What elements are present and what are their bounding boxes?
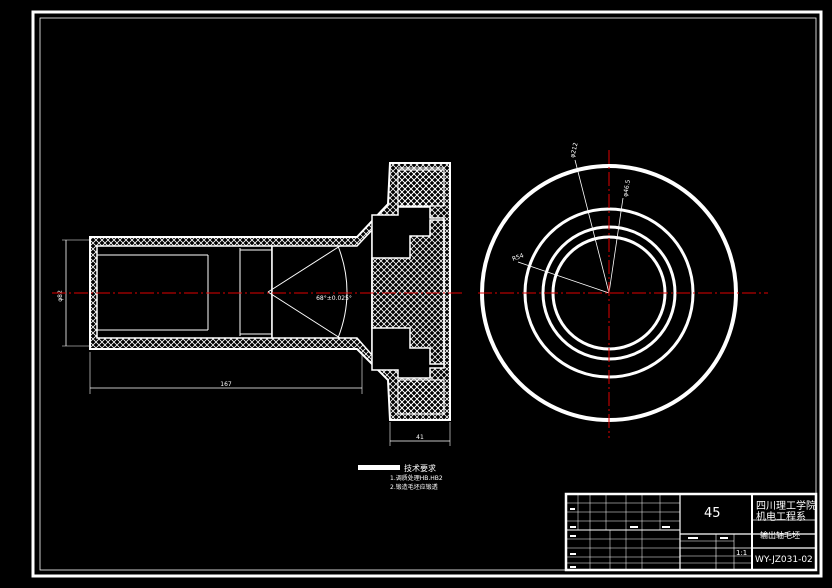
dim-hub-radius: R54 xyxy=(511,252,525,263)
cone-lines xyxy=(267,245,348,339)
title-drawing-number: WY-JZ031-02 xyxy=(755,555,813,565)
title-school-line2: 机电工程系 xyxy=(756,512,806,523)
dim-total-length: 167 xyxy=(220,381,232,388)
section-view xyxy=(89,162,451,421)
title-school-line1: 四川理工学院 xyxy=(756,501,816,512)
title-scale: 1:1 xyxy=(736,549,748,557)
notes-heading: 技术要求 xyxy=(404,463,436,473)
dim-outer-diameter: φ212 xyxy=(569,142,580,159)
dim-flange-width: 41 xyxy=(416,434,424,441)
notes-item-2: 2.锻造毛坯应锻透 xyxy=(390,483,438,491)
radius-leaders xyxy=(517,159,624,294)
flange-top-hatch xyxy=(397,169,445,207)
bore-step xyxy=(97,249,272,335)
dim-cone-angle: 68°±0.025° xyxy=(316,295,352,302)
title-part-name: 输出轴毛坯 xyxy=(760,531,800,540)
outer-border xyxy=(31,10,823,578)
title-block-marks xyxy=(570,508,728,568)
dim-inner-diameter: φ46.5 xyxy=(622,179,632,197)
stepped-boss xyxy=(371,219,445,365)
section-dimensions: φ82 167 41 68°±0.025° xyxy=(57,239,451,446)
title-block xyxy=(564,492,818,572)
notes-heading-bar xyxy=(358,465,400,470)
notes-item-1: 1.调质处理HB.HB2 xyxy=(390,474,443,482)
title-material: 45 xyxy=(704,506,721,521)
inner-border xyxy=(39,17,817,571)
bore-cavity xyxy=(96,245,273,339)
center-lines xyxy=(52,150,768,438)
dim-left-diameter: φ82 xyxy=(57,290,64,302)
flange-bottom-hatch xyxy=(397,379,445,415)
